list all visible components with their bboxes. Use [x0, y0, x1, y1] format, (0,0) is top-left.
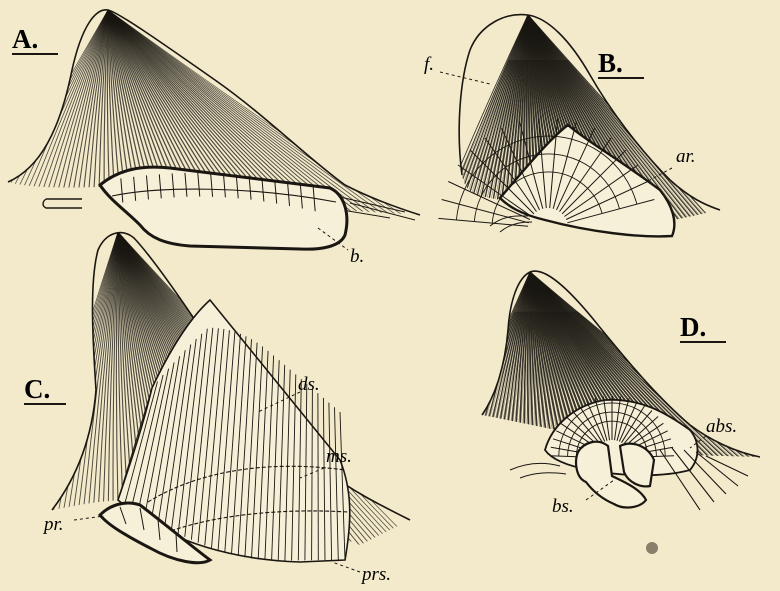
- panel-d: D. abs. bs.: [450, 271, 770, 517]
- panel-letter-a: A.: [12, 24, 38, 54]
- panel-letter-c: C.: [24, 374, 50, 404]
- panel-a: A. b.: [0, 10, 440, 267]
- basal-threads-d: [510, 463, 566, 478]
- label-pr: pr.: [42, 514, 64, 535]
- label-bs: bs.: [552, 496, 574, 517]
- label-ar: ar.: [676, 146, 696, 167]
- leader-f: [440, 72, 490, 84]
- label-f: f.: [424, 54, 434, 75]
- basal-detached-a: [43, 199, 82, 208]
- print-speck: [646, 542, 658, 554]
- panel-letter-d: D.: [680, 312, 706, 342]
- panel-c: C. ds. ms. pr. prs.: [20, 232, 430, 585]
- label-ds: ds.: [298, 374, 320, 395]
- leader-pr: [74, 516, 104, 520]
- label-b: b.: [350, 246, 364, 267]
- label-ms: ms.: [326, 446, 352, 467]
- label-abs: abs.: [706, 416, 737, 437]
- leader-prs: [332, 562, 360, 572]
- panel-b: B. f. ar.: [424, 15, 730, 240]
- label-prs: prs.: [360, 564, 391, 585]
- panel-letter-b: B.: [598, 48, 623, 78]
